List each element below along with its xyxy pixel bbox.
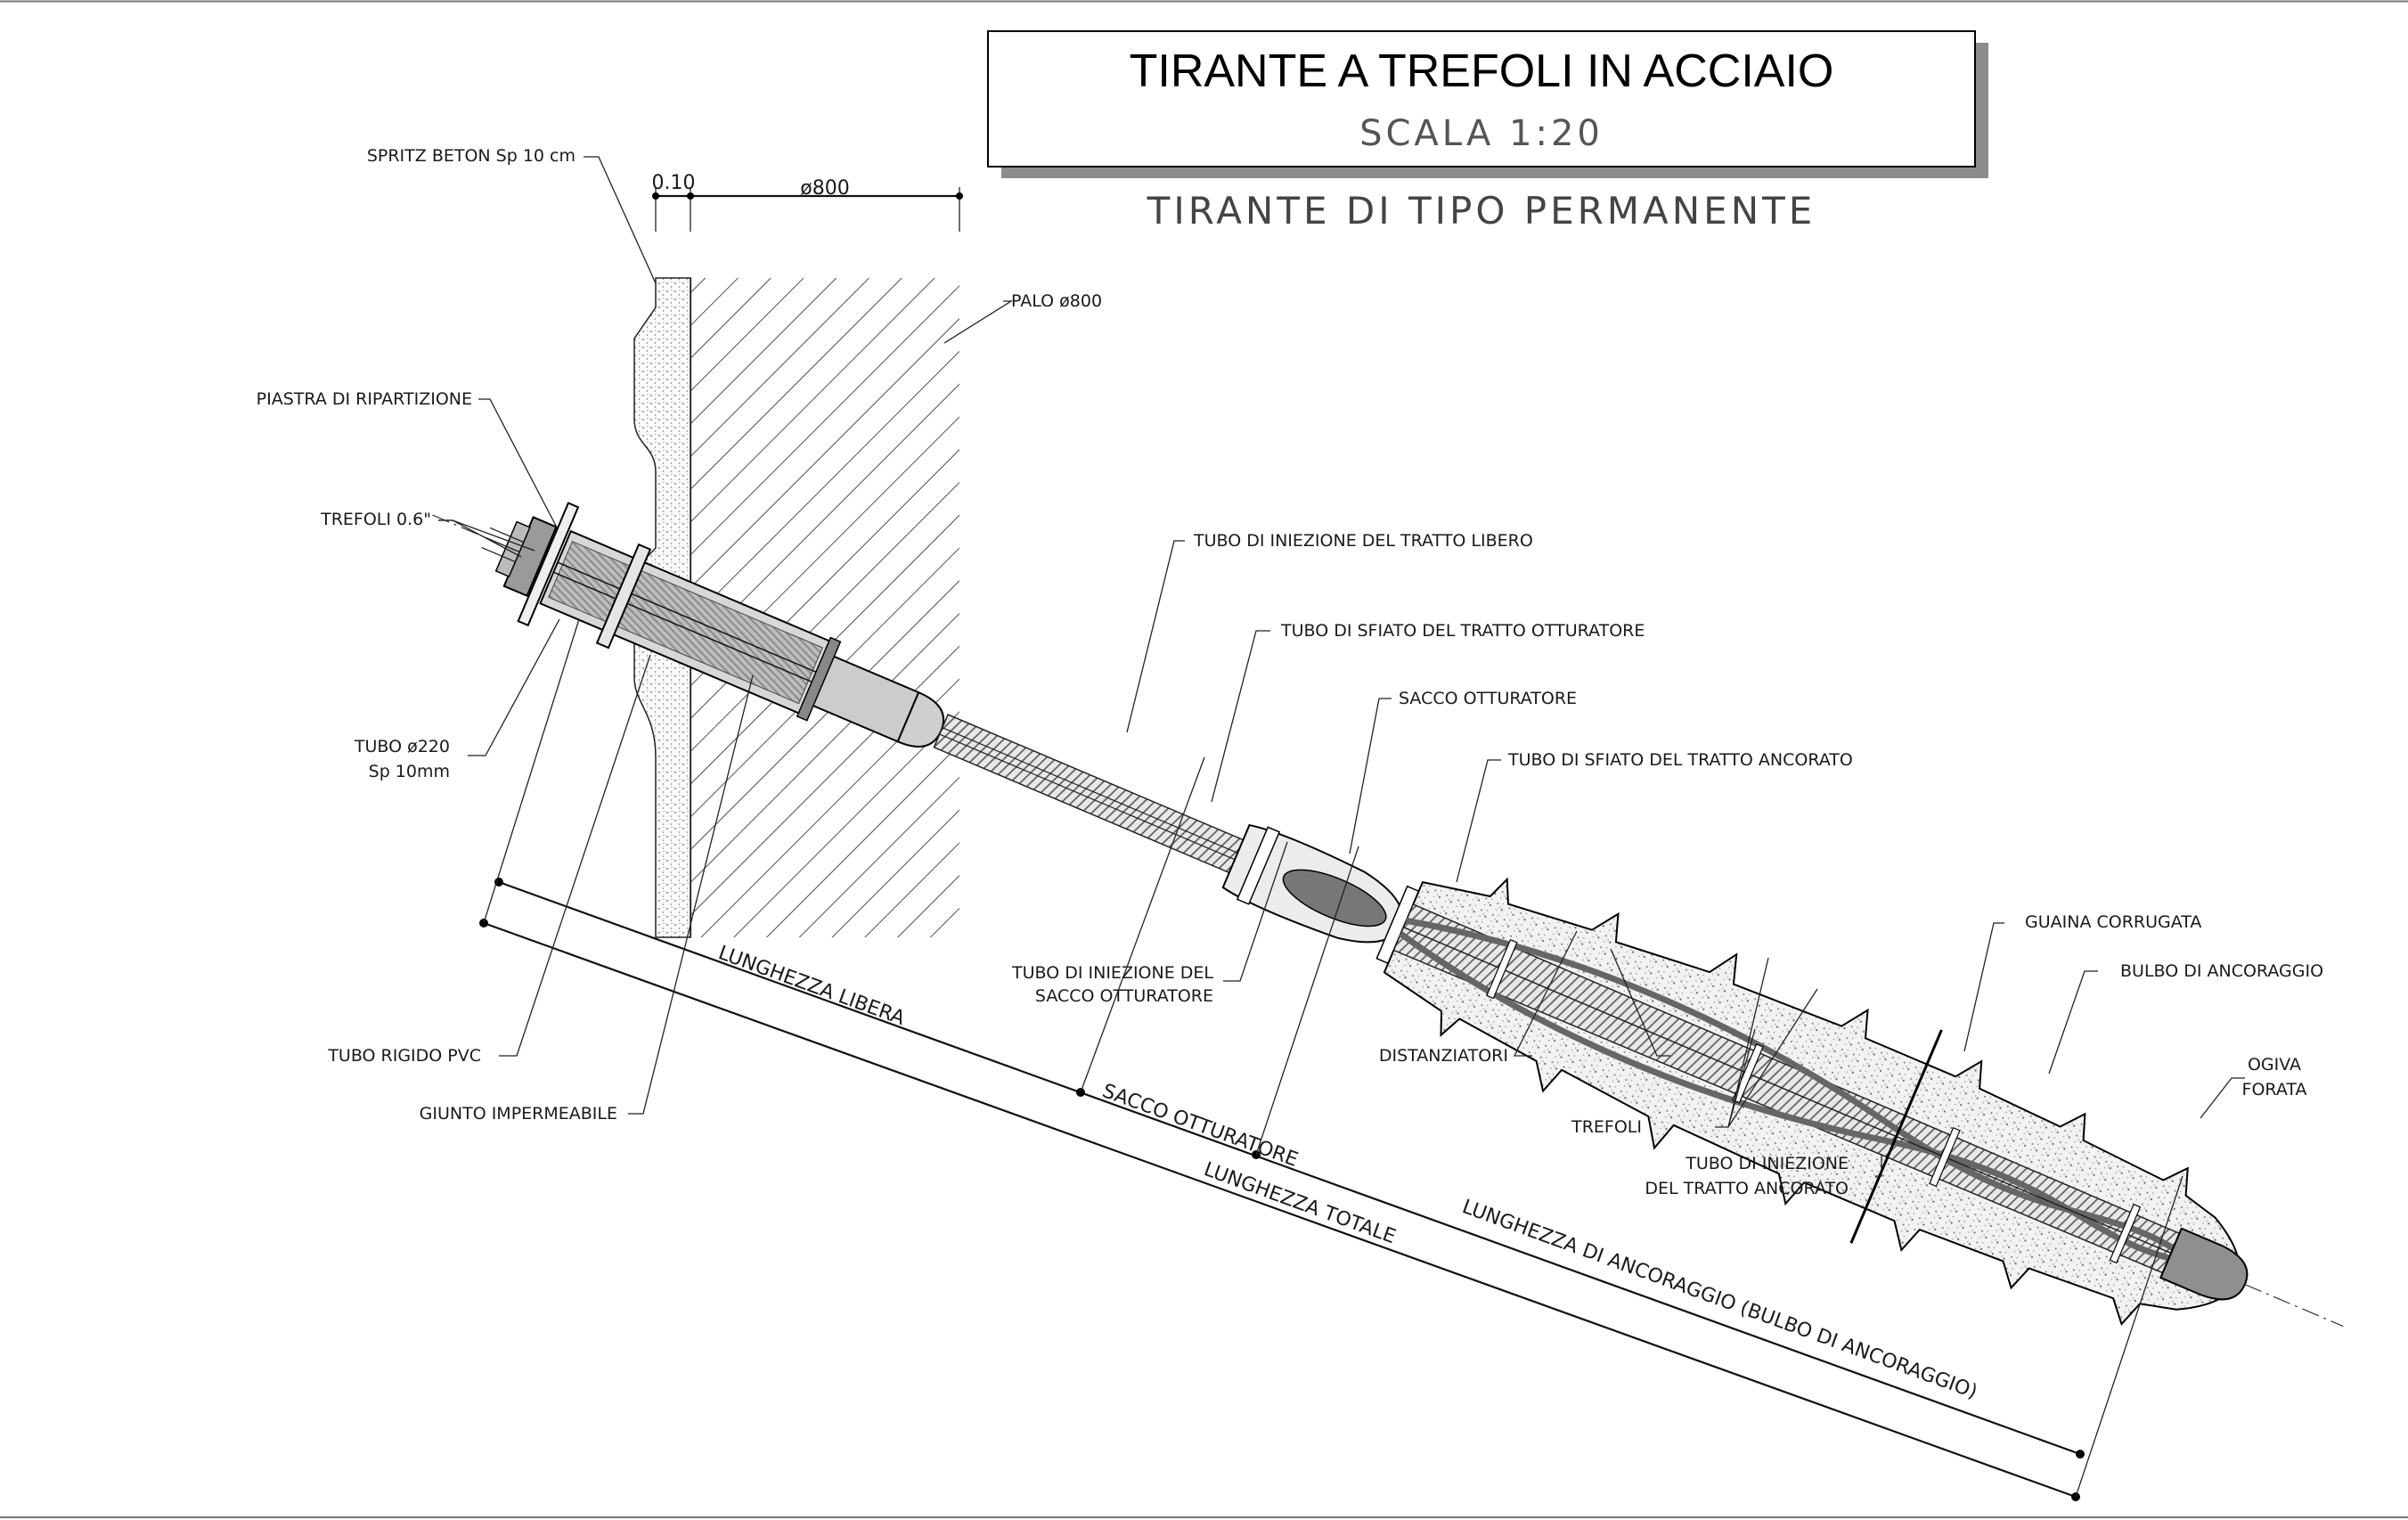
drawing-scale: SCALA 1:20 — [1359, 113, 1604, 154]
label-distanziatori: DISTANZIATORI — [1379, 1046, 1508, 1066]
label-tubo-iniezione-libero: TUBO DI INIEZIONE DEL TRATTO LIBERO — [1193, 531, 1533, 551]
label-piastra: PIASTRA DI RIPARTIZIONE — [257, 389, 472, 409]
label-palo: PALO ø800 — [1011, 291, 1102, 311]
label-spritz-beton: SPRITZ BETON Sp 10 cm — [367, 146, 575, 166]
label-ogiva-line1: OGIVA — [2248, 1055, 2301, 1075]
label-ogiva-line2: FORATA — [2242, 1080, 2307, 1099]
label-tubo-iniezione-ancorato-line2: DEL TRATTO ANCORATO — [1645, 1179, 1849, 1198]
label-tubo-rigido: TUBO RIGIDO PVC — [327, 1046, 481, 1066]
label-sacco-otturatore: SACCO OTTURATORE — [1399, 689, 1577, 708]
leader-lines — [438, 156, 2245, 1177]
label-guaina: GUAINA CORRUGATA — [2025, 912, 2201, 932]
anchor-head-group — [481, 502, 945, 748]
label-tubo-220-line2: Sp 10mm — [369, 762, 450, 781]
label-tubo-220-line1: TUBO ø220 — [354, 737, 450, 756]
anchor-bulb-group — [432, 514, 2344, 1328]
label-trefoli: TREFOLI — [1571, 1117, 1642, 1137]
title-box — [987, 30, 1976, 168]
dimension-spritz: 0.10 — [652, 172, 696, 194]
label-bulbo: BULBO DI ANCORAGGIO — [2120, 961, 2323, 981]
drawing-title: TIRANTE A TREFOLI IN ACCIAIO — [1130, 45, 1834, 97]
drawing-subtitle: TIRANTE DI TIPO PERMANENTE — [1147, 189, 1816, 233]
waterproof-joint — [796, 636, 842, 722]
label-tubo-iniezione-sacco-line2: SACCO OTTURATORE — [1035, 986, 1213, 1006]
top-dimension-line — [652, 187, 963, 232]
label-giunto: GIUNTO IMPERMEABILE — [420, 1104, 617, 1124]
label-sacco-length: SACCO OTTURATORE — [1099, 1080, 1301, 1172]
dimension-pile: ø800 — [800, 177, 849, 200]
label-tubo-iniezione-sacco-line1: TUBO DI INIEZIONE DEL — [1011, 963, 1213, 983]
free-length-group — [933, 713, 1420, 965]
label-trefoli-06: TREFOLI 0.6" — [320, 510, 431, 529]
label-tubo-iniezione-ancorato-line1: TUBO DI INIEZIONE — [1685, 1154, 1849, 1173]
label-tubo-sfiato-otturatore: TUBO DI SFIATO DEL TRATTO OTTURATORE — [1280, 621, 1645, 641]
label-tubo-sfiato-ancorato: TUBO DI SFIATO DEL TRATTO ANCORATO — [1507, 750, 1853, 770]
length-dimensions — [479, 618, 2184, 1501]
distribution-plate — [517, 502, 580, 627]
